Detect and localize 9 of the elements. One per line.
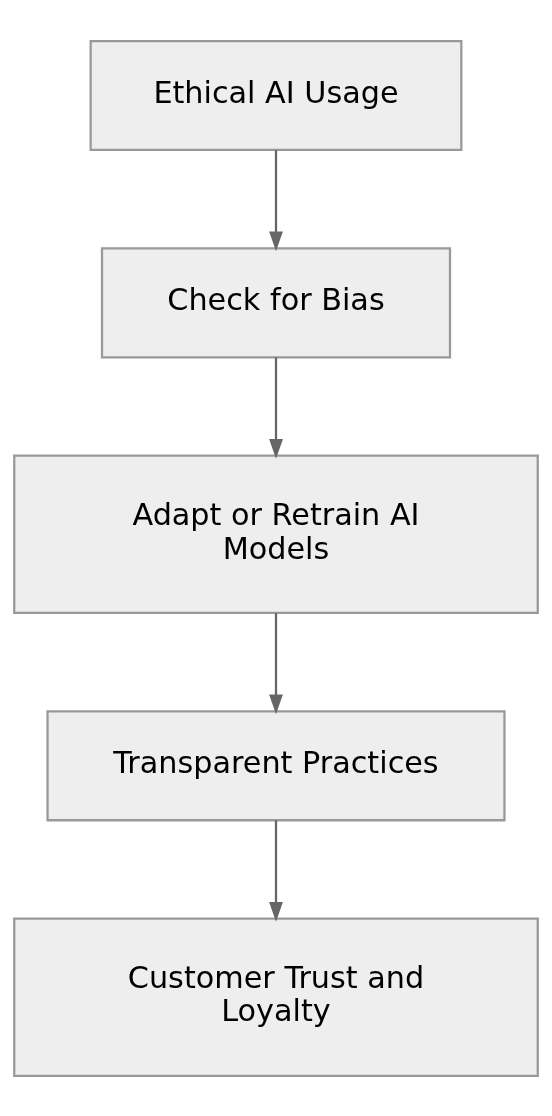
node-box: Customer Trust and Loyalty [13,916,539,1077]
node-box: Check for Bias [100,246,452,358]
arrow [269,819,283,922]
arrow [269,356,283,459]
node-box: Transparent Practices [46,709,506,821]
node-box: Ethical AI Usage [89,39,463,151]
arrow [269,612,283,714]
arrow [269,149,283,251]
node-box: Adapt or Retrain AI Models [13,454,539,614]
